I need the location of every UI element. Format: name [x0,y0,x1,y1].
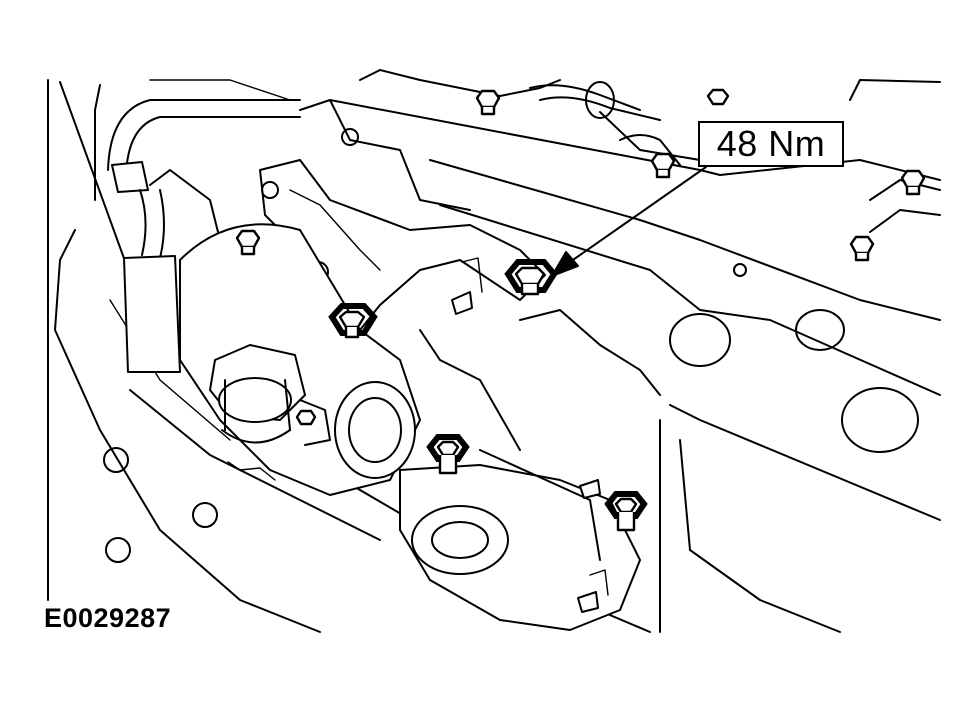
figure-id: E0029287 [44,603,172,633]
bolt-icon [650,152,676,179]
nut-icon [426,434,470,475]
throttle-housing [179,223,421,496]
bolt-icon [706,88,730,106]
torque-callout-label: 48 Nm [698,121,844,167]
arrow-icon [551,166,707,277]
bolt-icon [295,409,317,426]
bolt-icon [900,169,926,196]
camshaft-cover [529,79,941,233]
intake-manifold [299,69,941,633]
stud-icon [579,479,601,499]
nut-icon [604,491,648,532]
stud-icon [451,257,483,315]
bolt-icon [849,235,875,262]
bolt-icon [235,229,261,256]
stud-icon [577,569,609,613]
bolt-icon [475,89,501,116]
nut-icon [328,303,378,339]
upper-bolts [475,88,926,262]
lower-component [399,329,641,631]
